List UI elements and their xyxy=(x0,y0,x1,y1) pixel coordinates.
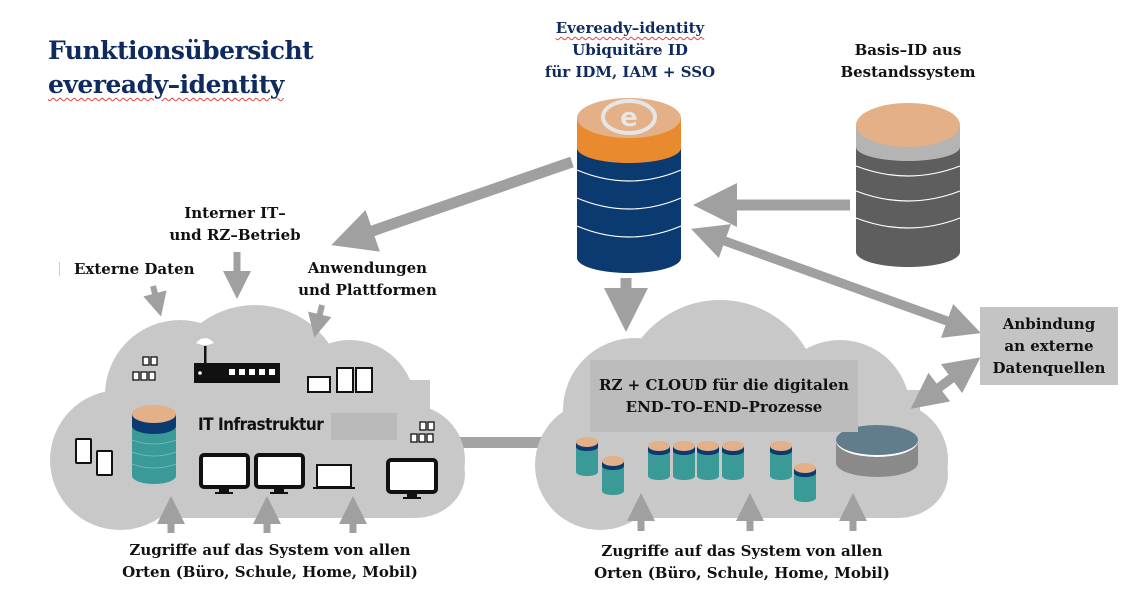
external-line2: an externe xyxy=(1004,337,1094,355)
title-line1: Funktionsübersicht xyxy=(48,36,314,65)
externe-label: Externe Daten xyxy=(74,260,195,278)
it-infrastruktur-label: IT Infrastruktur xyxy=(198,415,324,435)
left-access-label: Zugriffe auf das System von allen Orten … xyxy=(80,539,460,583)
arrow-eveready-to-external xyxy=(706,230,981,338)
external-line1: Anbindung xyxy=(1002,315,1096,333)
page-title: Funktionsübersicht eveready–identity xyxy=(48,34,314,102)
anwendungen-label: Anwendungen und Plattformen xyxy=(290,257,445,301)
arrow-externe xyxy=(143,285,167,317)
it-label-blank-box xyxy=(331,413,397,440)
left-access-line2: Orten (Büro, Schule, Home, Mobil) xyxy=(122,563,418,581)
eveready-logo-icon: e xyxy=(601,99,657,135)
server-icon xyxy=(697,441,719,480)
rz-box-line2: END–TO–END–Prozesse xyxy=(625,398,823,416)
device-cluster-icon-2 xyxy=(410,421,435,443)
svg-text:e: e xyxy=(620,103,638,133)
monitors-icon xyxy=(199,453,438,499)
phones-icon xyxy=(75,438,113,476)
tablets-icon xyxy=(307,367,373,393)
anwendungen-line2: und Plattformen xyxy=(298,281,437,299)
rz-box-line1: RZ + CLOUD für die digitalen xyxy=(599,376,849,394)
title-line2: eveready–identity xyxy=(48,70,284,99)
basis-label-line2: Bestandssystem xyxy=(840,63,976,81)
interner-label: Interner IT– und RZ–Betrieb xyxy=(160,202,310,246)
left-access-line1: Zugriffe auf das System von allen xyxy=(129,541,411,559)
right-access-label: Zugriffe auf das System von allen Orten … xyxy=(552,540,932,584)
arrow-eveready-to-left xyxy=(331,156,574,252)
arrows xyxy=(143,156,981,533)
external-line3: Datenquellen xyxy=(992,359,1106,377)
arrow-right-cloud-to-external xyxy=(922,357,981,402)
text-cursor-mark xyxy=(59,262,60,276)
basis-label-line1: Basis–ID aus xyxy=(854,41,962,59)
eveready-database: e xyxy=(576,98,682,273)
eveready-label-line2: Ubiquitäre ID xyxy=(572,41,688,59)
right-access-line2: Orten (Büro, Schule, Home, Mobil) xyxy=(594,564,890,582)
interner-line2: und RZ–Betrieb xyxy=(169,226,301,244)
laptop-icon xyxy=(313,464,355,489)
server-icon xyxy=(794,463,816,502)
basis-database xyxy=(855,103,961,267)
interner-line1: Interner IT– xyxy=(184,204,286,222)
left-server-icon xyxy=(131,405,177,484)
arrow-anwendungen xyxy=(308,304,332,338)
cloud-connector xyxy=(450,437,560,448)
eveready-label-line1: Eveready–identity xyxy=(555,19,705,37)
external-sources-box: Anbindung an externe Datenquellen xyxy=(980,307,1118,385)
basis-label: Basis–ID aus Bestandssystem xyxy=(828,39,988,83)
eveready-label-line3: für IDM, IAM + SSO xyxy=(544,63,716,81)
right-access-line1: Zugriffe auf das System von allen xyxy=(601,542,883,560)
right-servers xyxy=(576,437,816,502)
server-icon xyxy=(576,437,598,476)
server-icon xyxy=(722,441,744,480)
router-icon xyxy=(194,338,280,383)
rz-cloud-box: RZ + CLOUD für die digitalen END–TO–END–… xyxy=(590,360,858,432)
anwendungen-line1: Anwendungen xyxy=(307,259,428,277)
server-icon xyxy=(770,441,792,480)
server-icon xyxy=(602,456,624,495)
server-icon xyxy=(673,441,695,480)
eveready-label: Eveready–identity Ubiquitäre ID für IDM,… xyxy=(540,17,720,83)
storage-disk-icon xyxy=(836,425,918,477)
device-cluster-icon xyxy=(132,356,158,381)
server-icon xyxy=(648,441,670,480)
